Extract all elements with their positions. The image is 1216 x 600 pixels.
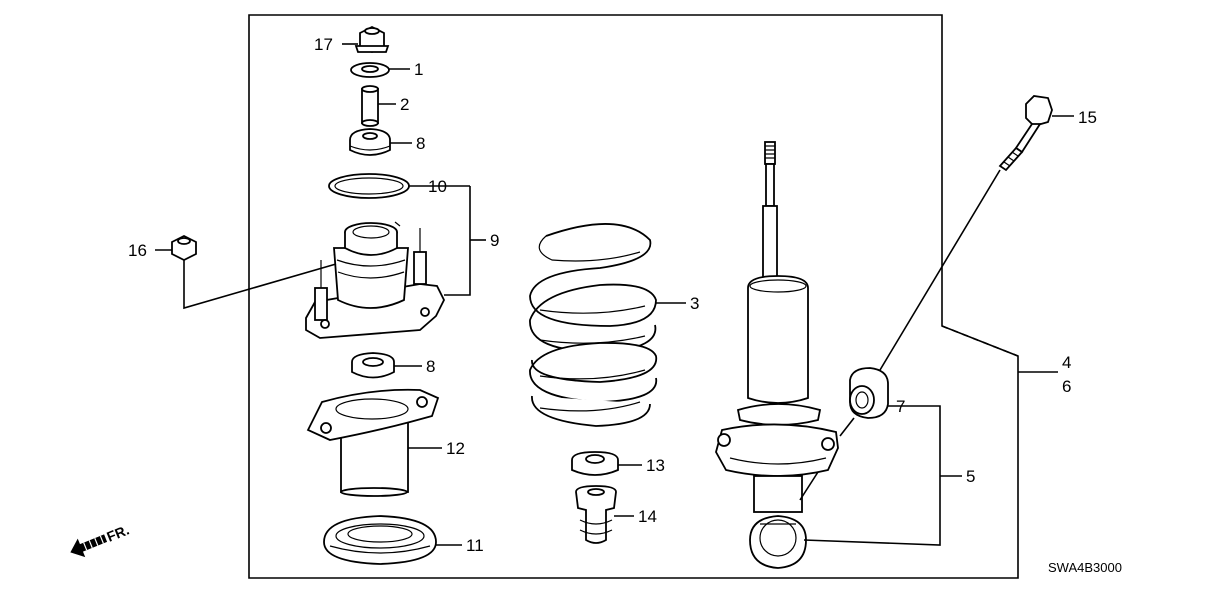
part-10-o-ring <box>328 173 410 199</box>
callout-14: 14 <box>638 507 657 526</box>
callout-8-lower: 8 <box>426 357 435 376</box>
callout-9: 9 <box>490 231 499 250</box>
callout-12: 12 <box>446 439 465 458</box>
part-11-lower-spring-seat <box>323 515 437 565</box>
part-16-flange-nut <box>171 234 197 262</box>
callout-2: 2 <box>400 95 409 114</box>
callout-16: 16 <box>128 241 147 260</box>
part-9-shock-mount-base <box>305 221 446 339</box>
part-8-bushing-lower <box>351 352 395 379</box>
part-12-spring-seat <box>306 388 440 497</box>
front-direction-label: FR. <box>104 522 131 545</box>
part-3-coil-spring <box>529 223 657 427</box>
part-13-stopper-cap <box>571 451 619 476</box>
callout-17: 17 <box>314 35 333 54</box>
part-15-bolt <box>998 95 1053 172</box>
diagram-code: SWA4B3000 <box>1048 560 1122 575</box>
callout-11: 11 <box>466 536 484 555</box>
part-5-shock-absorber <box>715 141 839 569</box>
part-14-bump-stopper <box>575 485 617 544</box>
part-2-collar <box>361 85 379 127</box>
part-1-washer <box>350 62 390 78</box>
part-7-lower-bushing <box>849 367 889 419</box>
callout-5: 5 <box>966 467 975 486</box>
front-direction-arrow-icon: FR. <box>70 522 131 558</box>
callout-8-upper: 8 <box>416 134 425 153</box>
part-17-nut <box>354 25 390 54</box>
callout-1: 1 <box>414 60 423 79</box>
callout-13: 13 <box>646 456 665 475</box>
callout-3: 3 <box>690 294 699 313</box>
callout-15: 15 <box>1078 108 1097 127</box>
callout-7: 7 <box>896 397 905 416</box>
part-8-bushing-upper <box>349 128 391 156</box>
callout-6: 6 <box>1062 377 1071 396</box>
frame-dash <box>941 325 1019 357</box>
callout-4: 4 <box>1062 353 1071 372</box>
callout-10: 10 <box>428 177 447 196</box>
